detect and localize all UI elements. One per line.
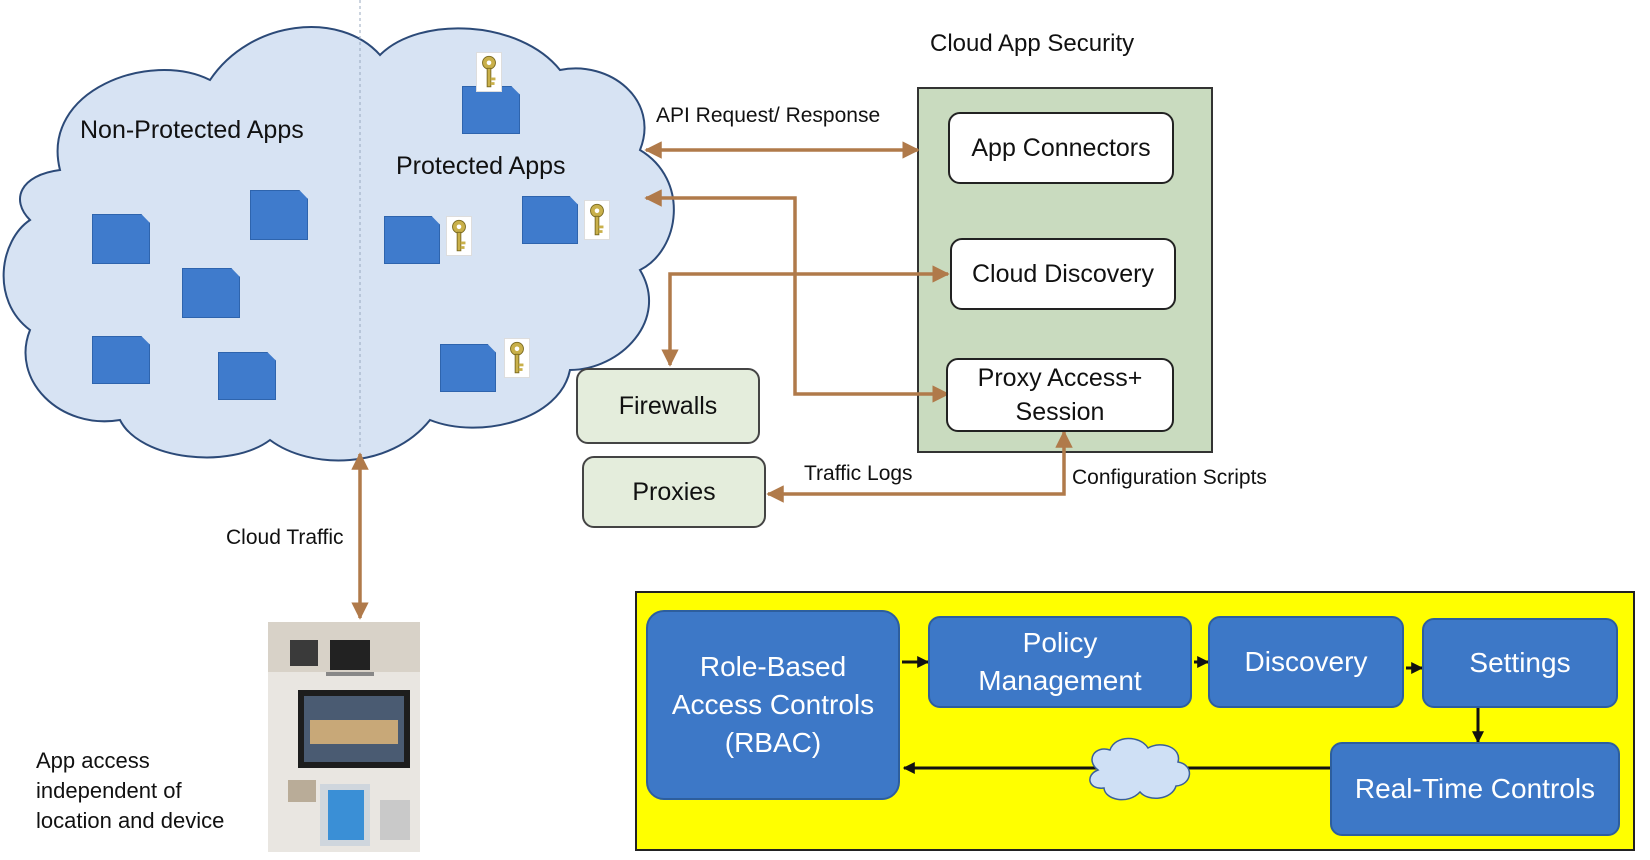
cloud-traffic-label: Cloud Traffic	[226, 526, 344, 549]
proxies-box: Proxies	[582, 456, 766, 528]
key-icon	[446, 216, 472, 256]
rbac-line3: (RBAC)	[724, 727, 822, 758]
configuration-scripts-label: Configuration Scripts	[1072, 466, 1267, 489]
protected-app-icon	[384, 216, 440, 264]
rbac-line1: Role-Based	[699, 651, 847, 682]
proxy-path-arrow	[644, 189, 950, 403]
traffic-logs-label: Traffic Logs	[804, 462, 913, 485]
workflow-cloud-icon	[1089, 737, 1191, 801]
device-caption-line3: location and device	[36, 808, 225, 833]
settings-box: Settings	[1422, 618, 1618, 708]
discovery-firewall-arrow	[661, 265, 950, 367]
proxy-access-line2: Session	[1015, 398, 1105, 426]
policy-line2: Management	[978, 665, 1142, 696]
app-connectors-box: App Connectors	[948, 112, 1174, 184]
app-icon	[92, 214, 150, 264]
protected-app-icon	[462, 86, 520, 134]
device-caption: App access independent of location and d…	[36, 746, 224, 836]
device-illustration	[268, 622, 420, 852]
device-caption-line1: App access	[36, 748, 150, 773]
app-icon	[92, 336, 150, 384]
app-icon	[218, 352, 276, 400]
key-icon	[504, 338, 530, 378]
key-icon	[476, 52, 502, 92]
discovery-box: Discovery	[1208, 616, 1404, 708]
proxies-arrow	[766, 430, 1073, 503]
policy-line1: Policy	[1022, 627, 1098, 658]
app-icon	[250, 190, 308, 240]
proxy-access-session-box: Proxy Access+ Session	[946, 358, 1174, 432]
app-icon	[182, 268, 240, 318]
protected-app-icon	[522, 196, 578, 244]
proxy-access-line1: Proxy Access+	[977, 364, 1143, 392]
protected-app-icon	[440, 344, 496, 392]
cloud-discovery-box: Cloud Discovery	[950, 238, 1176, 310]
key-icon	[584, 200, 610, 240]
non-protected-apps-label: Non-Protected Apps	[80, 116, 304, 144]
policy-management-box: Policy Management	[928, 616, 1192, 708]
firewalls-box: Firewalls	[576, 368, 760, 444]
rbac-line2: Access Controls	[671, 689, 875, 720]
device-caption-line2: independent of	[36, 778, 182, 803]
real-time-controls-box: Real-Time Controls	[1330, 742, 1620, 836]
rbac-box: Role-Based Access Controls (RBAC)	[646, 610, 900, 800]
cas-title: Cloud App Security	[930, 30, 1135, 57]
protected-apps-label: Protected Apps	[396, 152, 566, 180]
api-request-label: API Request/ Response	[656, 104, 881, 127]
